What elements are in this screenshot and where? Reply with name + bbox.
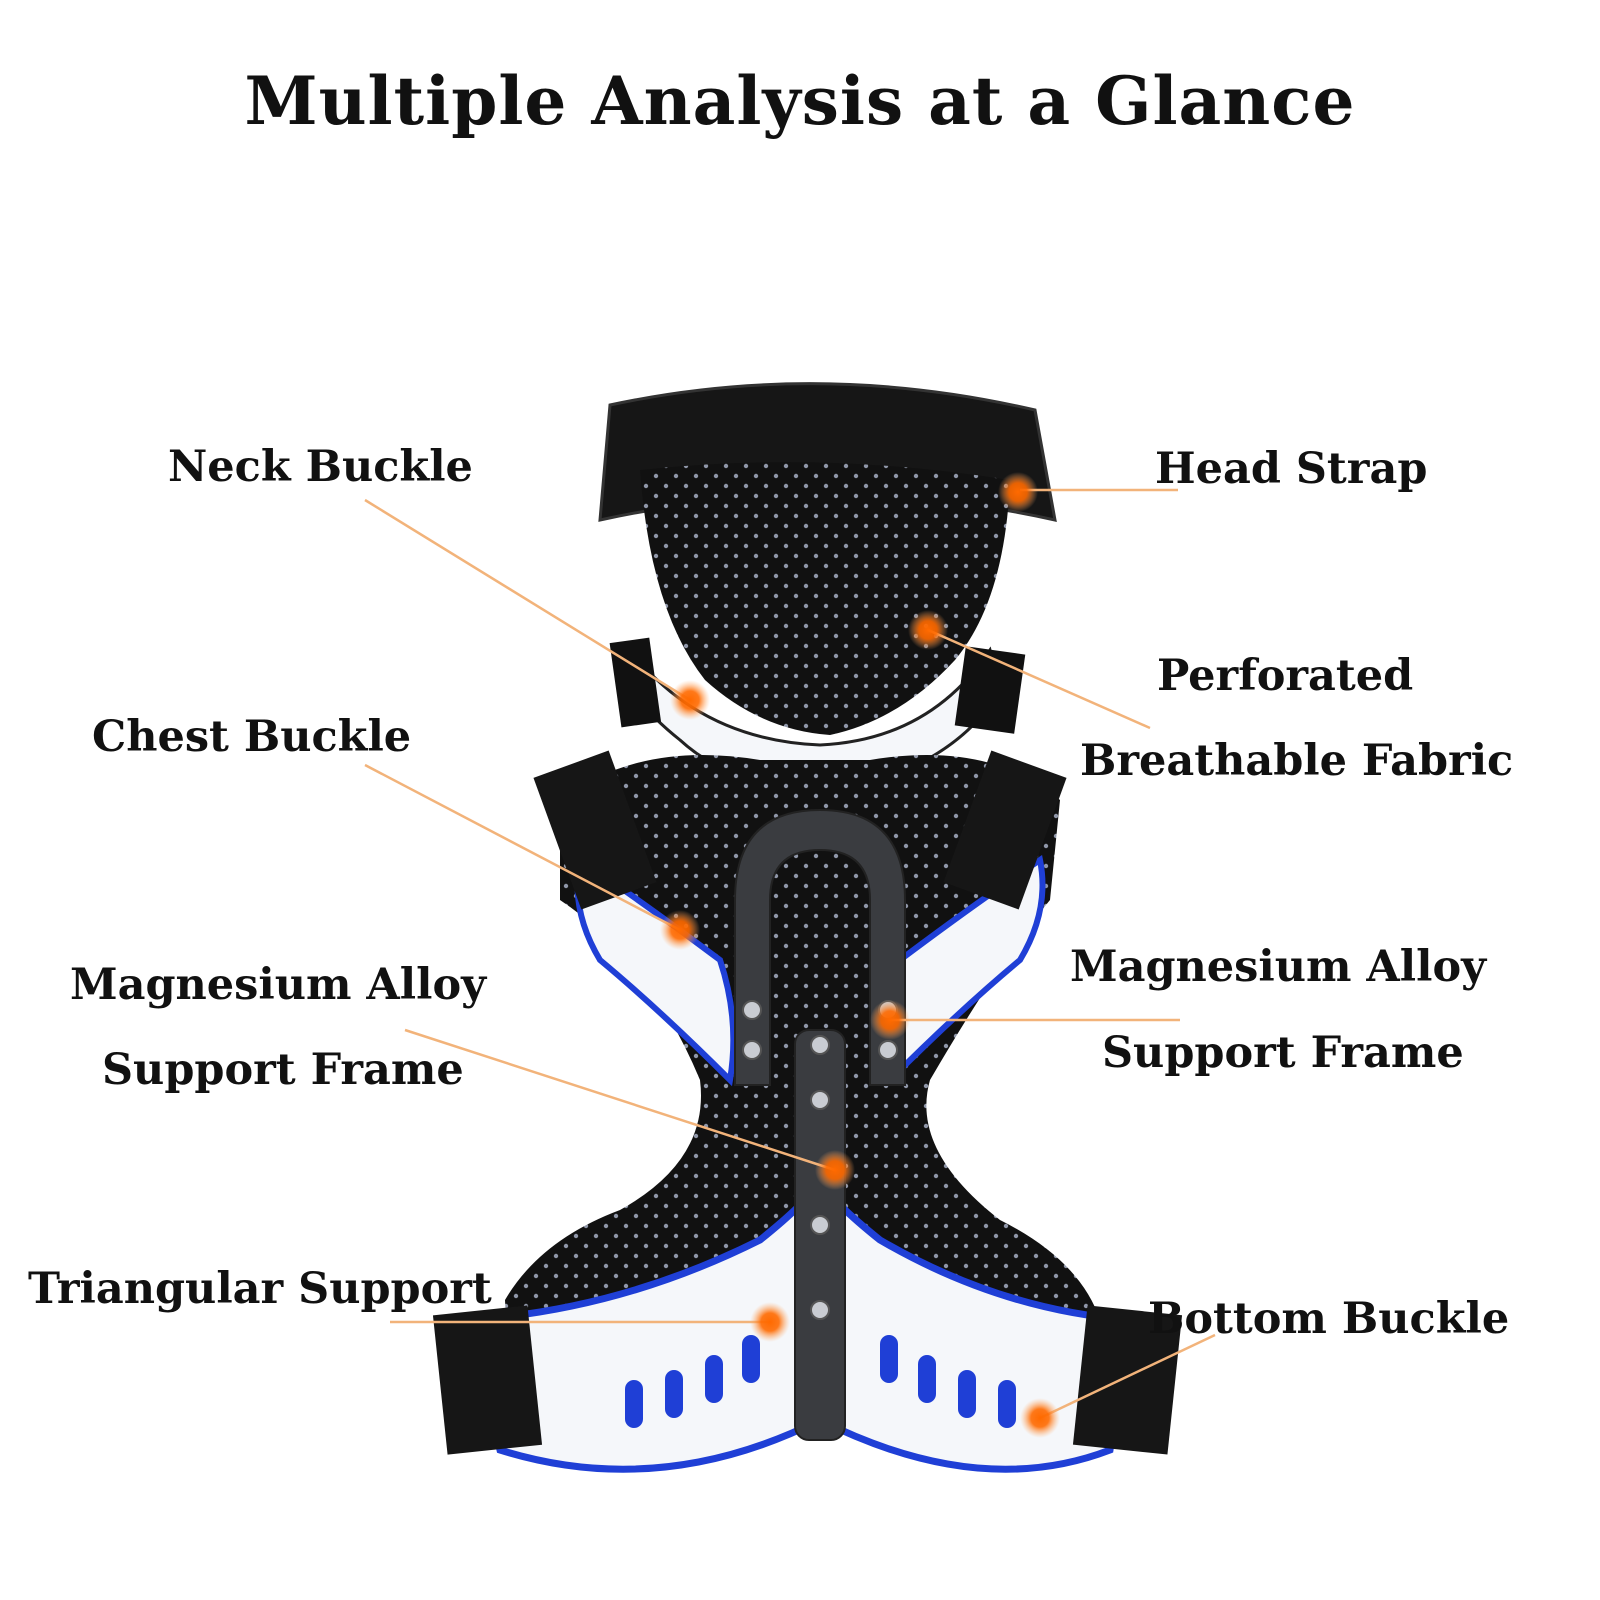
leader-perforated [927, 628, 1151, 730]
label-mag-left-line2: Support Frame [102, 1045, 464, 1095]
label-neck-buckle: Neck Buckle [168, 442, 473, 492]
neck-buckle-strap-right [954, 646, 1026, 734]
label-mag-right-line2: Support Frame [1102, 1028, 1464, 1078]
leader-bottom-buckle [1039, 1333, 1216, 1420]
neck-buckle-strap-left [609, 637, 662, 728]
marker-neck-buckle [670, 680, 710, 720]
label-bottom-buckle: Bottom Buckle [1148, 1294, 1510, 1344]
label-chest-buckle: Chest Buckle [92, 712, 412, 762]
marker-mag-right [870, 1000, 910, 1040]
marker-head-strap [998, 472, 1038, 512]
chin-cup [640, 462, 1010, 735]
label-perforated-line2: Breathable Fabric [1080, 736, 1514, 786]
bottom-panel-slots [625, 1335, 1016, 1428]
marker-mag-left [815, 1150, 855, 1190]
bottom-strap-left [432, 1305, 543, 1455]
leader-lines [364, 488, 1216, 1420]
shoulder-strap-left [533, 750, 657, 910]
label-perforated-line1: Perforated [1157, 651, 1414, 701]
label-head-strap: Head Strap [1155, 444, 1428, 494]
label-triangular-support: Triangular Support [28, 1264, 492, 1314]
marker-chest-buckle [660, 910, 700, 950]
bottom-strap-right [1072, 1305, 1183, 1455]
page-title: Multiple Analysis at a Glance [244, 62, 1356, 140]
leader-neck-buckle [364, 498, 691, 702]
leader-chest-buckle [364, 763, 681, 932]
marker-perforated [908, 610, 948, 650]
label-mag-left-line1: Magnesium Alloy [70, 960, 487, 1010]
shoulder-strap-right [943, 750, 1067, 910]
label-mag-right-line1: Magnesium Alloy [1070, 942, 1487, 992]
leader-mag-left [404, 1028, 836, 1172]
marker-triangular [750, 1302, 790, 1342]
callout-markers [660, 472, 1060, 1438]
marker-bottom-buckle [1020, 1398, 1060, 1438]
